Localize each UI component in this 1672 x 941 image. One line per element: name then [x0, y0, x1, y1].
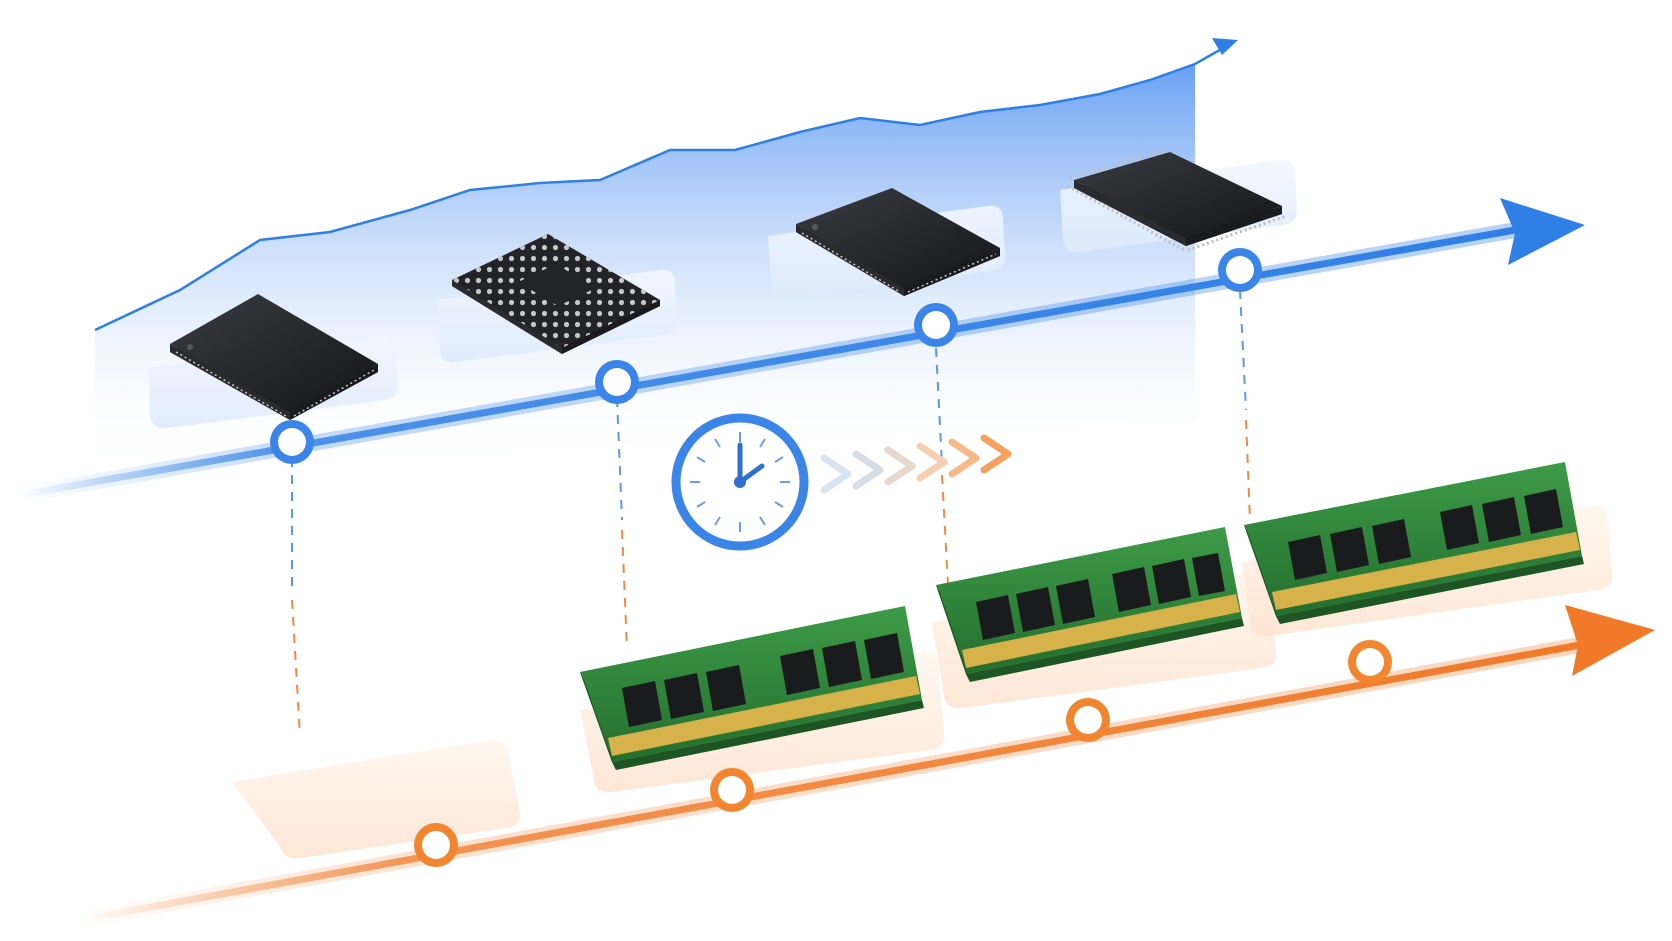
memory-timeline-axis — [72, 605, 1655, 928]
chevron-right-icon — [852, 450, 884, 490]
timeline-node[interactable] — [270, 420, 314, 464]
ram-module — [580, 606, 924, 770]
timeline-connectors — [291, 289, 1251, 736]
chevron-right-icon — [820, 454, 852, 494]
timeline-node[interactable] — [914, 303, 958, 347]
trend-arrow-head — [1212, 38, 1238, 55]
chip-package-qfn — [170, 294, 378, 420]
timeline-node[interactable] — [1218, 248, 1262, 292]
ram-module — [1244, 462, 1584, 624]
chip-package-qfn — [796, 188, 1000, 296]
processor-axis-arrow-head — [1500, 198, 1585, 265]
ram-module — [936, 527, 1244, 682]
timeline-node[interactable] — [710, 768, 754, 812]
timeline-node[interactable] — [595, 360, 639, 404]
memory-timeline-nodes — [414, 640, 1392, 867]
transition-chevrons — [820, 434, 1012, 494]
processor-timeline-nodes — [270, 248, 1262, 464]
chip-package-qfp — [1067, 148, 1287, 252]
processor-timeline-axis — [12, 198, 1585, 503]
timeline-node[interactable] — [1348, 640, 1392, 684]
chevron-right-icon — [916, 442, 948, 482]
chevron-right-icon — [980, 434, 1012, 474]
memory-axis-arrow-head — [1565, 605, 1655, 676]
chevron-right-icon — [948, 438, 980, 478]
chevron-right-icon — [884, 446, 916, 486]
clock-icon — [671, 413, 809, 551]
chip-package-bga — [452, 234, 660, 354]
timeline-node[interactable] — [1066, 698, 1110, 742]
timeline-node[interactable] — [414, 823, 458, 867]
